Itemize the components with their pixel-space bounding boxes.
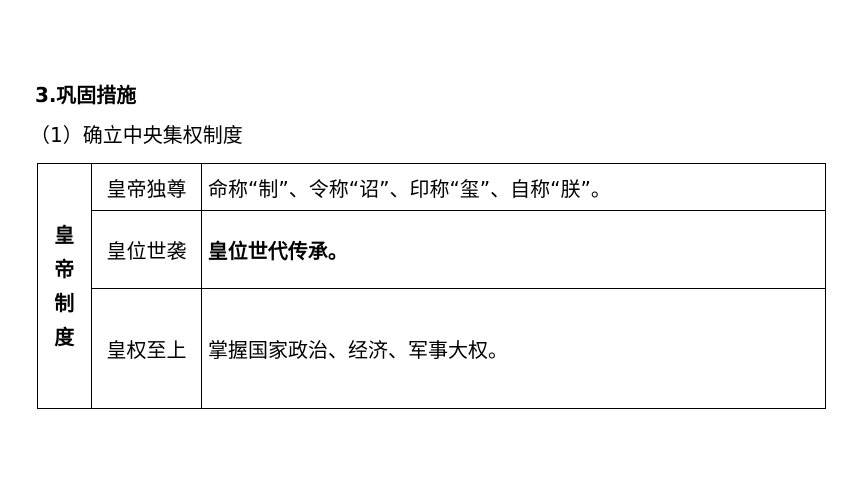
- table-row: 皇 帝 制 度 皇帝独尊 命称“制”、令称“诏”、印称“玺”、自称“朕”。: [37, 163, 826, 409]
- aspect-cell: 皇位世袭: [91, 210, 202, 289]
- system-name-char: 制: [54, 291, 75, 315]
- description-cell: 掌握国家政治、经济、军事大权。: [201, 288, 826, 409]
- system-name-cell: 皇 帝 制 度: [37, 163, 92, 409]
- section-subheading: （1）确立中央集权制度: [30, 123, 243, 147]
- system-name-char: 度: [54, 325, 75, 349]
- system-name-char: 帝: [54, 257, 75, 281]
- aspect-cell: 皇权至上: [91, 288, 202, 409]
- aspect-cell: 皇帝独尊: [91, 163, 202, 211]
- section-heading: 3.巩固措施: [35, 83, 137, 107]
- emperor-system-table: 皇 帝 制 度 皇帝独尊 命称“制”、令称“诏”、印称“玺”、自称“朕”。 皇位…: [37, 163, 826, 409]
- table-row: 皇权至上 掌握国家政治、经济、军事大权。: [38, 288, 826, 409]
- description-cell: 命称“制”、令称“诏”、印称“玺”、自称“朕”。: [201, 163, 826, 211]
- description-cell: 皇位世代传承。: [201, 210, 826, 289]
- system-name-char: 皇: [54, 223, 75, 247]
- table-row: 皇位世袭 皇位世代传承。: [38, 210, 826, 289]
